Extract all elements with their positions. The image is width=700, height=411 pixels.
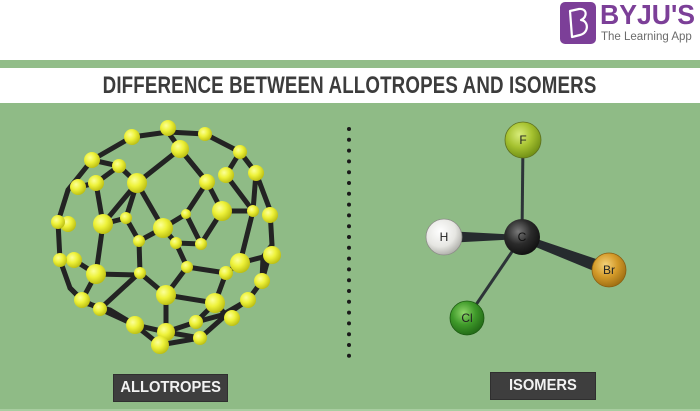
dotted-divider (347, 127, 351, 358)
svg-text:Br: Br (603, 263, 615, 277)
atom-Cl: Cl (449, 300, 485, 336)
allotropes-label: ALLOTROPES (113, 374, 228, 402)
allotropes-label-text: ALLOTROPES (120, 379, 221, 396)
svg-text:H: H (440, 230, 449, 244)
page-title: DIFFERENCE BETWEEN ALLOTROPES AND ISOMER… (0, 70, 700, 102)
svg-text:C: C (518, 230, 527, 244)
byjus-b-icon (560, 2, 596, 44)
top-stripe (0, 60, 700, 68)
byjus-logo[interactable]: BYJU'S The Learning App (560, 0, 696, 46)
svg-text:F: F (519, 133, 526, 147)
isomers-label: ISOMERS (490, 372, 596, 400)
brand-tagline: The Learning App (601, 31, 692, 43)
page-title-text: DIFFERENCE BETWEEN ALLOTROPES AND ISOMER… (103, 72, 597, 99)
atom-H: H (425, 218, 463, 256)
isomers-label-text: ISOMERS (509, 377, 577, 394)
brand-name: BYJU'S (600, 0, 696, 30)
atom-Br: Br (591, 252, 627, 288)
atom-F: F (504, 121, 542, 159)
svg-text:Cl: Cl (461, 311, 472, 325)
atom-C: C (504, 219, 540, 255)
panel-bottom-line (0, 409, 700, 411)
